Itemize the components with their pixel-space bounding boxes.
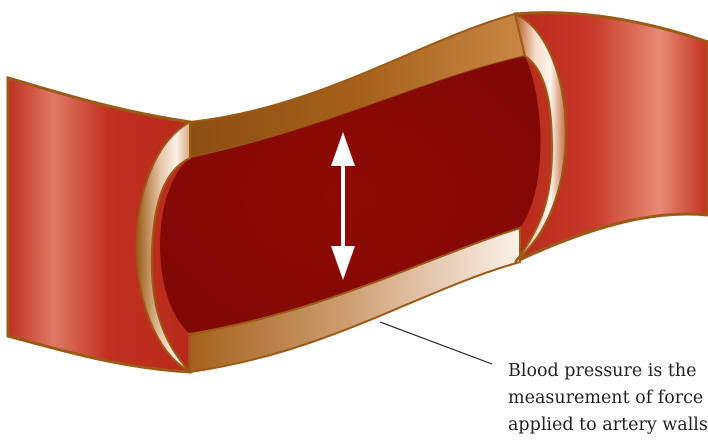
- caption-line-3: applied to artery walls: [508, 412, 708, 439]
- caption-line-1: Blood pressure is the: [508, 358, 708, 385]
- callout-line: [380, 322, 492, 364]
- caption: Blood pressure is the measurement of for…: [508, 358, 708, 439]
- caption-line-2: measurement of force: [508, 385, 708, 412]
